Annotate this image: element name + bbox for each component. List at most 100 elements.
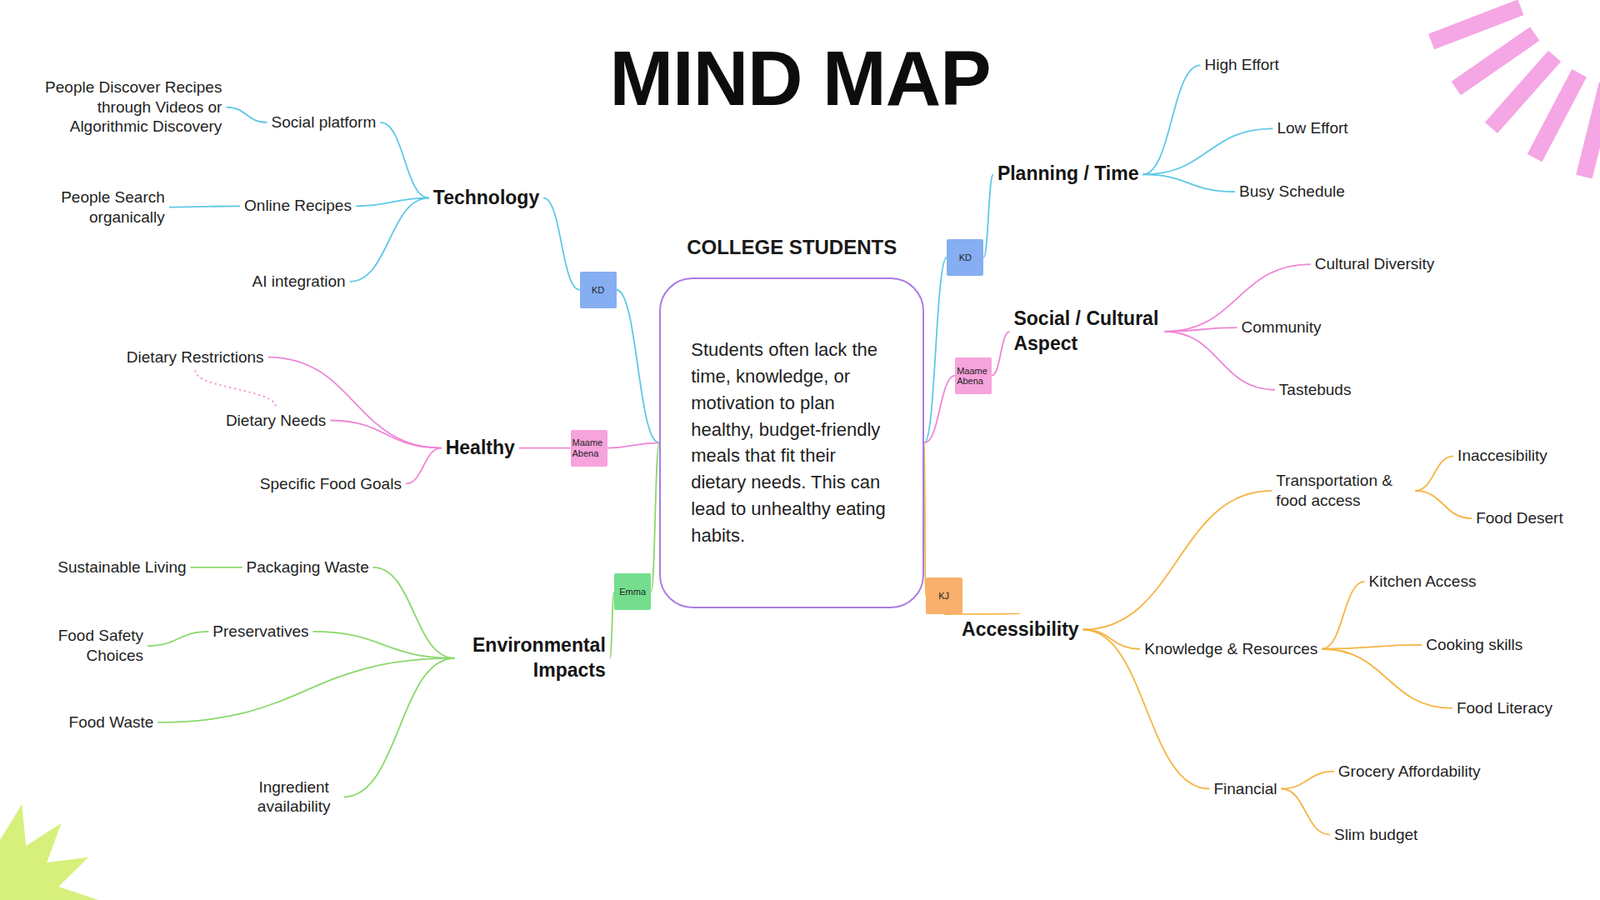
topic-label: Kitchen Access xyxy=(1369,571,1477,592)
topic-label: Accessibility xyxy=(961,617,1080,643)
branch-connector xyxy=(519,447,571,450)
topic-label: Healthy xyxy=(445,435,515,461)
leaf-topic: Slim budget xyxy=(1331,823,1420,847)
owner-initials: KD xyxy=(591,285,605,295)
branch-connector xyxy=(373,567,455,659)
topic-label: Food Desert xyxy=(1475,508,1564,529)
branch-connector xyxy=(1164,327,1237,332)
branch-connector xyxy=(616,290,660,444)
branch-connector xyxy=(983,174,994,257)
center-box: COLLEGE STUDENTSStudents often lack the … xyxy=(659,277,925,609)
leaf-topic: Cooking skills xyxy=(1423,633,1525,657)
center-body: Students often lack the time, knowledge,… xyxy=(690,336,893,550)
leaf-topic: High Effort xyxy=(1201,53,1281,77)
branch-connector xyxy=(190,566,243,569)
branch-connector xyxy=(1083,490,1273,630)
topic-label: AI integration xyxy=(252,271,346,292)
topic-label: Preservatives xyxy=(212,621,309,642)
leaf-topic: Social platform xyxy=(269,110,380,135)
title-text: MIND MAP xyxy=(0,40,1600,117)
topic-label: Community xyxy=(1241,317,1322,338)
owner-tag: Maame Abena xyxy=(955,357,992,395)
leaf-topic: Cultural Diversity xyxy=(1312,252,1438,276)
leaf-topic: People Search organically xyxy=(49,185,168,230)
topic-label: Knowledge & Resources xyxy=(1144,639,1318,660)
branch-connector xyxy=(1164,331,1275,390)
topic-label: Packaging Waste xyxy=(246,557,370,578)
branch-connector xyxy=(924,257,947,444)
branch-connector xyxy=(380,122,430,199)
owner-initials: Emma xyxy=(619,586,646,597)
topic-label: Busy Schedule xyxy=(1239,181,1345,202)
branch-connector xyxy=(147,631,209,646)
leaf-topic: Financial xyxy=(1210,777,1280,801)
green-starburst xyxy=(0,804,99,900)
leaf-topic: Food Safety Choices xyxy=(40,624,146,668)
branch-topic: Environmental Impacts xyxy=(456,631,609,685)
owner-tag: KD xyxy=(580,271,617,309)
branch-connector xyxy=(1142,128,1273,175)
branch-connector xyxy=(312,631,455,659)
topic-label: High Effort xyxy=(1204,55,1279,75)
leaf-topic: Food Waste xyxy=(66,710,157,735)
topic-label: Online Recipes xyxy=(244,195,352,216)
branch-connector xyxy=(350,198,430,282)
branch-connector xyxy=(1321,581,1365,650)
topic-label: Cultural Diversity xyxy=(1315,254,1435,275)
branch-connector xyxy=(607,442,660,448)
leaf-topic: Preservatives xyxy=(210,620,311,644)
leaf-topic: AI integration xyxy=(250,270,349,294)
leaf-topic: Community xyxy=(1239,315,1325,340)
owner-tag: Emma xyxy=(614,573,651,610)
branch-connector xyxy=(344,658,455,798)
leaf-topic: Online Recipes xyxy=(241,194,355,218)
branch-connector xyxy=(355,198,430,207)
branch-connector xyxy=(543,198,580,290)
owner-initials: KD xyxy=(959,252,972,263)
topic-label: Dietary Restrictions xyxy=(126,347,265,368)
topic-label: Financial xyxy=(1213,779,1277,800)
branch-connector xyxy=(169,205,240,207)
branch-connector xyxy=(650,442,660,592)
branch-connector xyxy=(1142,65,1200,175)
center-heading: COLLEGE STUDENTS xyxy=(686,235,897,260)
topic-label: Cooking skills xyxy=(1425,635,1523,655)
topic-label: Transportation & food access xyxy=(1275,470,1411,511)
branch-connector xyxy=(195,370,276,407)
topic-label: Tastebuds xyxy=(1279,380,1352,400)
leaf-topic: Grocery Affordability xyxy=(1335,760,1484,784)
leaf-topic: Inaccesibility xyxy=(1455,444,1550,468)
leaf-topic: Food Desert xyxy=(1473,506,1566,530)
pink-ray xyxy=(1535,73,1580,159)
owner-tag: Maame Abena xyxy=(570,430,608,467)
pink-ray xyxy=(1584,84,1600,178)
leaf-topic: Food Literacy xyxy=(1454,696,1555,720)
leaf-topic: Packaging Waste xyxy=(244,555,372,580)
topic-label: Environmental Impacts xyxy=(459,633,606,684)
topic-label: Ingredient availability xyxy=(248,777,340,818)
leaf-topic: Busy Schedule xyxy=(1236,180,1348,204)
branch-connector xyxy=(924,442,925,596)
leaf-topic: Specific Food Goals xyxy=(257,472,405,496)
branch-connector xyxy=(991,331,1010,376)
leaf-topic: Knowledge & Resources xyxy=(1141,637,1320,661)
branch-connector xyxy=(1321,645,1422,650)
branch-topic: Accessibility xyxy=(959,615,1082,645)
owner-initials: Maame Abena xyxy=(956,365,990,386)
owner-initials: Maame Abena xyxy=(572,437,606,458)
topic-label: People Search organically xyxy=(51,187,165,228)
pink-ray xyxy=(1455,33,1535,89)
branch-connector xyxy=(1083,630,1141,650)
branch-connector xyxy=(157,658,455,723)
branch-connector xyxy=(1415,490,1472,519)
topic-label: Social / Cultural Aspect xyxy=(1013,306,1160,357)
topic-label: Planning / Time xyxy=(997,161,1140,187)
branch-topic: Social / Cultural Aspect xyxy=(1010,305,1163,359)
leaf-topic: Sustainable Living xyxy=(55,555,189,580)
branch-topic: Technology xyxy=(430,184,542,213)
branch-connector xyxy=(268,357,442,449)
branch-connector xyxy=(225,107,267,123)
branch-connector xyxy=(1281,771,1335,790)
leaf-topic: Dietary Restrictions xyxy=(124,345,267,370)
